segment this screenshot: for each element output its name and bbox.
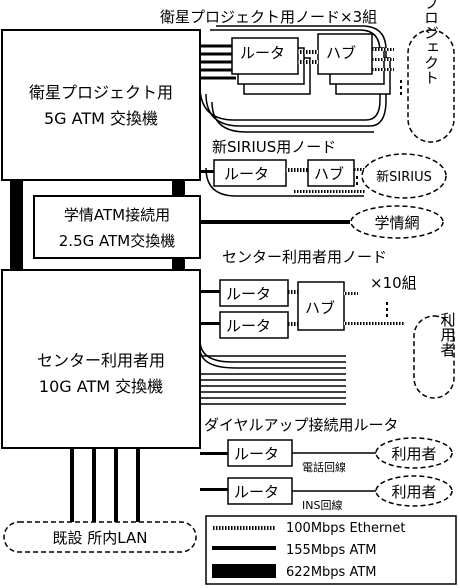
legend-622-label: 622Mbps ATM: [286, 565, 376, 580]
lan-cloud: [3, 521, 197, 553]
legend-eth-swatch: [212, 526, 276, 530]
center-loops: [199, 339, 346, 405]
satellite-dots: [400, 80, 402, 95]
center-router-2: [219, 311, 289, 339]
satellite-router-label: ルータ: [240, 44, 285, 62]
project-cloud-label: プロジェクト: [422, 0, 440, 85]
satellite-eth-out-3: [372, 68, 394, 71]
center-router-2-label: ルータ: [226, 317, 271, 335]
legend-155-swatch: [212, 546, 276, 550]
dialup-title: ダイヤルアップ接続用ルータ: [204, 416, 399, 434]
center-router-1-label: ルータ: [226, 285, 271, 303]
gakujo-net-cloud: [350, 205, 444, 239]
satellite-eth-out-1: [372, 48, 394, 51]
satellite-loops: [199, 25, 387, 133]
phone-line-label: 電話回線: [302, 460, 346, 474]
gakujo-switch: [33, 195, 201, 259]
center-hub-label: ハブ: [305, 299, 335, 317]
trunk-622-left-a: [10, 180, 23, 270]
sirius-eth-out: [354, 168, 366, 171]
sirius-loop: [205, 167, 364, 197]
center-link-2: [200, 322, 220, 325]
sirius-hub: [307, 159, 355, 187]
dialup-link-2: [200, 488, 228, 491]
sirius-node-title: 新SIRIUS用ノード: [212, 138, 336, 156]
center-router-1: [219, 279, 289, 307]
satellite-switch-label-1: 衛星プロジェクト用: [29, 83, 173, 102]
sirius-eth-out-2: [294, 190, 366, 193]
dial-user2-cloud: [375, 475, 453, 507]
center-hub-out-2: [344, 322, 404, 325]
center-eth-1: [288, 290, 298, 294]
satellite-eth-link-1: [298, 50, 318, 54]
dialup-router-1-label: ルータ: [234, 445, 279, 463]
center-node-title: センター利用者用ノード: [222, 248, 387, 266]
sirius-cloud-label: 新SIRIUS: [376, 169, 432, 185]
center-link-1: [200, 290, 220, 293]
satellite-node-title: 衛星プロジェクト用ノード×3組: [160, 8, 377, 26]
sirius-link-155: [200, 170, 214, 173]
dial-user2-label: 利用者: [391, 483, 436, 501]
legend-eth-label: 100Mbps Ethernet: [286, 521, 405, 536]
dialup-router-2-label: ルータ: [234, 483, 279, 501]
center-switch: [1, 269, 201, 449]
center-users-cloud: [413, 315, 455, 399]
gakujo-switch-label-1: 学情ATM接続用: [64, 206, 170, 224]
satellite-router-stack: [231, 33, 391, 95]
sirius-cloud: [361, 153, 447, 199]
satellite-switch: [1, 29, 201, 181]
center-dots: [386, 302, 388, 317]
center-eth-2: [288, 322, 298, 326]
center-hub-out-1: [344, 292, 358, 295]
project-cloud: [407, 29, 455, 143]
satellite-switch-label-2: 5G ATM 交換機: [44, 109, 158, 128]
sirius-router-label: ルータ: [224, 165, 269, 183]
center-hub: [297, 281, 345, 331]
center-switch-label-1: センター利用者用: [37, 351, 165, 370]
satellite-eth-link-2: [298, 60, 318, 64]
sirius-dots: [356, 176, 358, 185]
satellite-links: [200, 44, 236, 80]
dial-user1-cloud: [375, 437, 453, 469]
legend-622-swatch: [212, 564, 276, 578]
gakujo-switch-label-2: 2.5G ATM交換機: [59, 232, 175, 250]
sirius-hub-label: ハブ: [314, 165, 344, 183]
dialup-link-1: [200, 452, 228, 455]
dialup-router-1: [227, 439, 293, 467]
lan-cloud-label: 既設 所内LAN: [53, 529, 148, 547]
satellite-hub-label: ハブ: [326, 44, 356, 62]
legend-155-label: 155Mbps ATM: [286, 543, 376, 558]
gakujo-net-link: [200, 220, 350, 224]
center-node-count: ×10組: [370, 274, 417, 292]
center-switch-label-2: 10G ATM 交換機: [39, 377, 163, 396]
lan-links: [70, 448, 140, 522]
ins-line-label: INS回線: [302, 498, 342, 512]
sirius-eth-1: [286, 168, 308, 172]
dial-user1-label: 利用者: [391, 445, 436, 463]
sirius-router: [213, 159, 287, 187]
gakujo-net-label: 学情網: [374, 214, 419, 232]
satellite-eth-out-2: [372, 58, 394, 61]
